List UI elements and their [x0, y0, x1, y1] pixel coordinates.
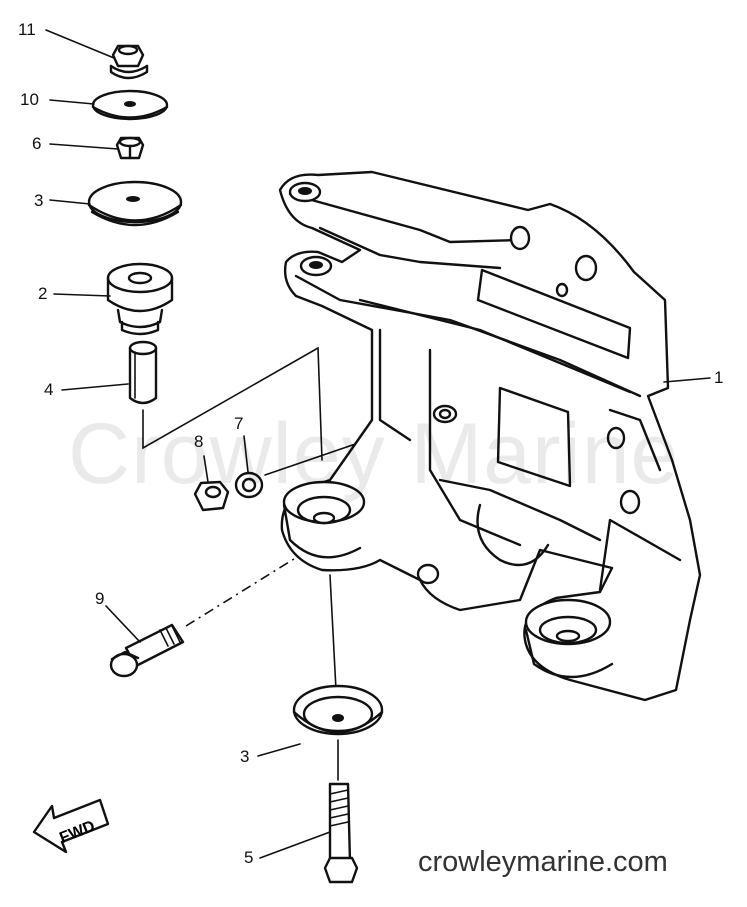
callout-10: 10	[20, 90, 39, 109]
part-8-nut	[193, 480, 230, 512]
part-11-nut	[109, 44, 149, 80]
part-9-bolt	[109, 623, 185, 678]
footer-credit: crowleymarine.com	[418, 846, 668, 878]
callout-3-bottom: 3	[240, 747, 250, 766]
part-4-collar	[128, 340, 158, 405]
part-3-top-washer	[87, 180, 183, 227]
part-1-swivel-bracket	[278, 170, 702, 702]
callout-3-top: 3	[34, 191, 44, 210]
part-10-washer	[91, 89, 169, 121]
callout-5: 5	[244, 848, 254, 867]
assembly-center-line	[142, 346, 323, 461]
part-5-bolt	[323, 782, 359, 884]
part-2-mount	[106, 262, 174, 336]
callout-6: 6	[32, 134, 42, 153]
part-6-nut	[115, 136, 145, 160]
lower-center-line	[329, 574, 339, 781]
callout-1: 1	[714, 368, 724, 387]
forward-direction-arrow: FWD	[32, 798, 110, 854]
callout-4: 4	[44, 380, 54, 399]
callout-9: 9	[95, 589, 105, 608]
callout-11: 11	[18, 20, 36, 39]
callout-7: 7	[234, 414, 244, 433]
part-7-washer	[234, 471, 264, 499]
callout-leaders	[45, 29, 711, 859]
callout-2: 2	[38, 284, 48, 303]
callout-8: 8	[194, 432, 204, 451]
part-3-bottom-washer	[292, 684, 384, 736]
watermark: Crowley Marine	[68, 406, 680, 502]
